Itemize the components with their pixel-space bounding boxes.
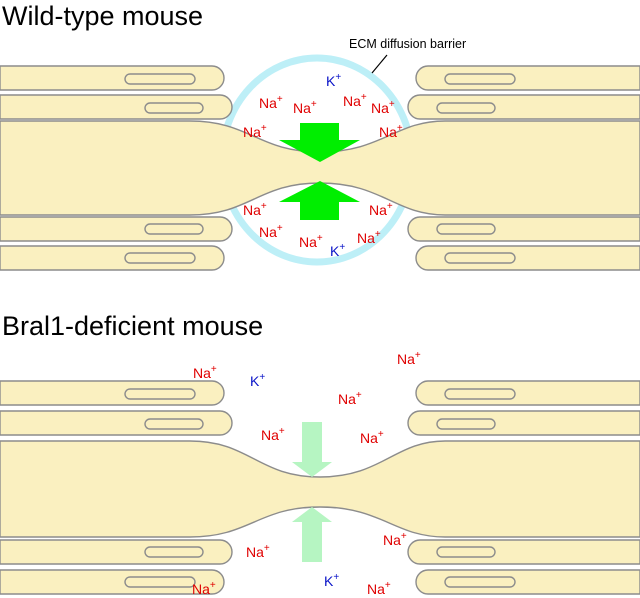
na-ion: Na+: [397, 350, 421, 367]
charge: +: [277, 223, 283, 234]
charge: +: [333, 572, 339, 583]
charge: +: [339, 242, 345, 253]
na-symbol: Na: [379, 124, 397, 140]
na-symbol: Na: [259, 95, 277, 111]
charge: +: [261, 201, 267, 212]
charge: +: [387, 201, 393, 212]
myelin-right-bottom: [407, 216, 640, 271]
na-ion: Na+: [192, 580, 216, 597]
myelin-left-top: [0, 65, 233, 120]
charge: +: [317, 233, 323, 244]
charge: +: [261, 123, 267, 134]
na-ion: Na+: [259, 94, 283, 111]
bral1-deficient-panel: Bral1-deficient mouse: [0, 311, 640, 597]
na-ion: Na+: [338, 390, 362, 407]
k-ion: K+: [330, 242, 345, 259]
charge: +: [378, 429, 384, 440]
na-ion: K+: [326, 72, 341, 89]
bral1-deficient-title: Bral1-deficient mouse: [2, 311, 263, 341]
axon-wild-type: [0, 120, 640, 216]
arrow-down-icon: [279, 123, 360, 162]
na-ion: Na+: [246, 543, 270, 560]
charge: +: [361, 92, 367, 103]
k-symbol: K: [326, 73, 336, 89]
na-ion: Na+: [259, 223, 283, 240]
na-ion: Na+: [360, 429, 384, 446]
k-symbol: K: [324, 573, 334, 589]
arrow-up-icon: [279, 181, 360, 220]
na-symbol: Na: [261, 427, 279, 443]
na-symbol: Na: [259, 224, 277, 240]
na-symbol: Na: [371, 100, 389, 116]
na-ion: Na+: [243, 123, 267, 140]
charge: +: [277, 94, 283, 105]
na-symbol: Na: [369, 202, 387, 218]
k-ion: K+: [324, 572, 339, 589]
charge: +: [311, 99, 317, 110]
na-ion: Na+: [369, 201, 393, 218]
na-ion: Na+: [357, 229, 381, 246]
myelin-left-bottom: [0, 216, 233, 271]
na-ion: Na+: [371, 99, 395, 116]
na-ion: Na+: [293, 99, 317, 116]
charge: +: [356, 390, 362, 401]
charge: +: [397, 123, 403, 134]
na-symbol: Na: [246, 544, 264, 560]
na-symbol: Na: [367, 581, 385, 597]
charge: +: [385, 580, 391, 591]
myelin-right-top: [407, 65, 640, 120]
charge: +: [211, 364, 217, 375]
na-ion: Na+: [379, 123, 403, 140]
na-symbol: Na: [397, 351, 415, 367]
na-symbol: Na: [299, 234, 317, 250]
na-ion: Na+: [243, 201, 267, 218]
myelin-right-bottom: [407, 539, 640, 595]
na-ion: Na+: [299, 233, 323, 250]
na-symbol: Na: [357, 230, 375, 246]
wild-type-panel: Wild-type mouse ECM diffusion barrier: [0, 1, 640, 271]
na-symbol: Na: [243, 124, 261, 140]
na-ion: Na+: [367, 580, 391, 597]
barrier-label: ECM diffusion barrier: [349, 37, 466, 51]
na-symbol: Na: [293, 100, 311, 116]
charge: +: [335, 72, 341, 83]
na-ion: Na+: [343, 92, 367, 109]
na-ion: Na+: [193, 364, 217, 381]
arrow-up-icon: [292, 507, 332, 562]
na-symbol: Na: [343, 93, 361, 109]
na-symbol: Na: [338, 391, 356, 407]
k-symbol: K: [330, 243, 340, 259]
myelin-left-bottom: [0, 539, 233, 595]
charge: +: [415, 350, 421, 361]
myelin-right-top: [407, 380, 640, 436]
charge: +: [259, 372, 265, 383]
na-symbol: Na: [383, 532, 401, 548]
charge: +: [210, 580, 216, 591]
axon-bral1-deficient: [0, 440, 640, 538]
k-symbol: K: [250, 373, 260, 389]
k-ion: K+: [250, 372, 265, 389]
charge: +: [389, 99, 395, 110]
myelin-left-top: [0, 380, 233, 436]
na-symbol: Na: [360, 430, 378, 446]
na-ion: Na+: [261, 426, 285, 443]
na-symbol: Na: [243, 202, 261, 218]
charge: +: [401, 531, 407, 542]
na-symbol: Na: [192, 581, 210, 597]
charge: +: [375, 229, 381, 240]
barrier-callout-line: [371, 54, 388, 74]
na-ion: Na+: [383, 531, 407, 548]
charge: +: [279, 426, 285, 437]
charge: +: [264, 543, 270, 554]
arrow-down-icon: [292, 422, 332, 477]
na-symbol: Na: [193, 365, 211, 381]
ion-group-bral1-deficient: Na+ Na+ K+ Na+ Na+ Na+ Na+ Na+ K+ Na+ Na…: [192, 350, 421, 597]
ion-group-wild-type: K+ Na+ Na+ Na+ Na+ Na+ Na+ Na+ Na+ Na+ N…: [243, 72, 403, 259]
wild-type-title: Wild-type mouse: [2, 1, 203, 31]
